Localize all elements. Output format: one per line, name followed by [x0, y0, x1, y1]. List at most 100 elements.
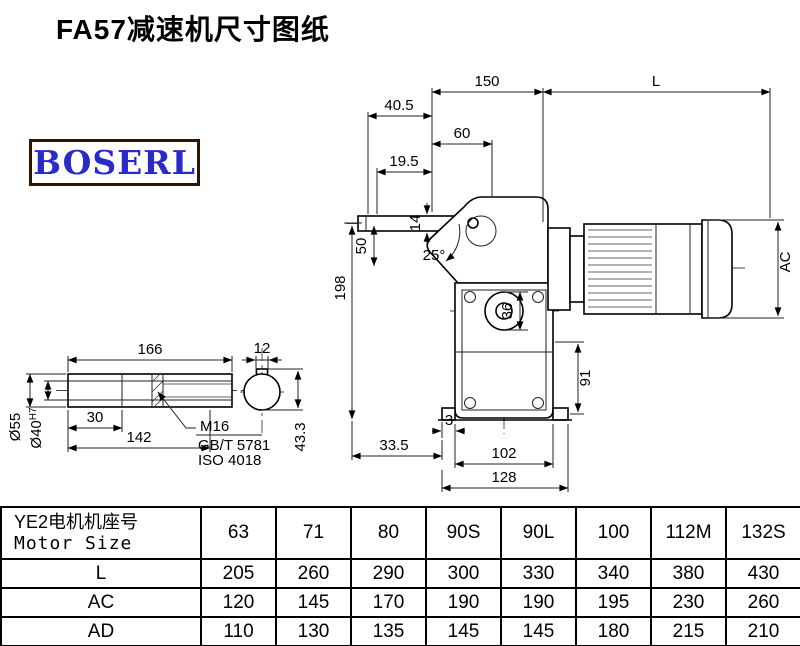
- shaft-detail: 166 30 142 Ø55 Ø40H7 M16: [7, 341, 270, 469]
- motor-size-table: YE2电机机座号 Motor Size 63 71 80 90S 90L 100…: [0, 506, 800, 646]
- dim-label-40-5: 40.5: [384, 97, 413, 114]
- size-col-header: 90S: [425, 506, 502, 560]
- motor-adapter: [569, 235, 585, 303]
- size-col-header: 71: [275, 506, 352, 560]
- table-row-L: L 205 260 290 300 330 340 380 430: [0, 558, 800, 589]
- dim-label-60: 60: [454, 125, 471, 142]
- dim-label-150: 150: [474, 73, 499, 90]
- dim-33-5: 33.5: [351, 421, 443, 460]
- dim-198: 198: [332, 222, 362, 420]
- dim-label-50: 50: [353, 238, 370, 255]
- cell: 190: [425, 587, 502, 618]
- motor-flange: [547, 227, 571, 311]
- cell: 330: [500, 558, 577, 589]
- cell: 145: [425, 616, 502, 646]
- dim-150: 150: [431, 73, 544, 96]
- cell: 290: [350, 558, 427, 589]
- dim-dia55: Ø55: [7, 373, 66, 441]
- cell: 260: [725, 587, 800, 618]
- gearbox-housing: [426, 196, 549, 284]
- cell: 190: [500, 587, 577, 618]
- dia40-tolerance: H7: [28, 407, 39, 420]
- dim-label-33-5: 33.5: [379, 437, 408, 454]
- gearbox-body: [438, 282, 572, 421]
- dim-36: 36: [499, 291, 528, 331]
- dim-label-166: 166: [137, 341, 162, 358]
- cell: 260: [275, 558, 352, 589]
- dim-30: 30: [67, 409, 123, 452]
- bore-circle: [243, 373, 281, 411]
- dim-50: 50: [353, 225, 378, 267]
- callout-gbt: GB/T 5781: [198, 437, 270, 454]
- dim-142: 142: [67, 410, 211, 452]
- dim-43-3: 43.3: [262, 368, 309, 452]
- dim-AC: AC: [706, 219, 794, 319]
- dim-label-198: 198: [332, 275, 349, 300]
- cell: 120: [200, 587, 277, 618]
- size-col-header: 80: [350, 506, 427, 560]
- header-cn: YE2电机机座号: [14, 511, 139, 532]
- cell: 380: [650, 558, 727, 589]
- page-title: FA57减速机尺寸图纸: [56, 14, 330, 45]
- fan-cover: [701, 219, 733, 319]
- dim-label-AC: AC: [777, 251, 794, 272]
- size-col-header: 132S: [725, 506, 800, 560]
- motor-body: [583, 223, 703, 315]
- main-view: 150 L 40.5 60 19.5 14 50: [332, 73, 794, 492]
- size-col-header: 63: [200, 506, 277, 560]
- size-col-header: 90L: [500, 506, 577, 560]
- table-header-row: YE2电机机座号 Motor Size 63 71 80 90S 90L 100…: [0, 506, 800, 560]
- dim-label-19-5: 19.5: [389, 153, 418, 170]
- dim-14: 14: [407, 203, 431, 244]
- cell: 210: [725, 616, 800, 646]
- callout-m16: M16: [200, 418, 229, 435]
- dim-label-dia40: Ø40H7: [28, 407, 45, 449]
- dim-19-5: 19.5: [376, 153, 433, 214]
- cell: 300: [425, 558, 502, 589]
- dim-label-36: 36: [499, 303, 516, 320]
- table-row-AC: AC 120 145 170 190 190 195 230 260: [0, 587, 800, 618]
- row-label: L: [0, 558, 202, 589]
- bore-detail: 12 43.3: [240, 340, 309, 452]
- cell: 130: [275, 616, 352, 646]
- foot-right: [552, 407, 569, 421]
- dim-102: 102: [454, 424, 554, 468]
- callout-iso: ISO 4018: [198, 452, 261, 469]
- extension-lines: [431, 88, 771, 222]
- boserl-logo-text: BOSERL: [33, 143, 196, 182]
- shaft-outline: [67, 373, 233, 408]
- dim-3: 3: [432, 412, 465, 438]
- cell: 110: [200, 616, 277, 646]
- dim-label-91: 91: [577, 370, 594, 387]
- cell: 340: [575, 558, 652, 589]
- header-motor-size-cell: YE2电机机座号 Motor Size: [0, 506, 202, 560]
- dim-166: 166: [67, 341, 233, 372]
- dim-25deg: 25°: [423, 223, 461, 264]
- dim-label-128: 128: [491, 469, 516, 486]
- cell: 215: [650, 616, 727, 646]
- cell: 170: [350, 587, 427, 618]
- cell: 230: [650, 587, 727, 618]
- row-label: AD: [0, 616, 202, 646]
- dim-40-5: 40.5: [367, 97, 433, 214]
- cell: 430: [725, 558, 800, 589]
- dim-label-30: 30: [87, 409, 104, 426]
- cell: 205: [200, 558, 277, 589]
- cell: 195: [575, 587, 652, 618]
- cell: 180: [575, 616, 652, 646]
- bolt-callout: M16 GB/T 5781 ISO 4018: [157, 391, 270, 469]
- dim-label-3: 3: [445, 412, 453, 429]
- cell: 135: [350, 616, 427, 646]
- motor: [547, 219, 733, 319]
- dim-label-dia55: Ø55: [7, 413, 24, 441]
- dia40-value: Ø40: [28, 420, 45, 448]
- cell: 145: [500, 616, 577, 646]
- dim-label-102: 102: [491, 445, 516, 462]
- dim-label-14: 14: [407, 215, 424, 232]
- size-col-header: 100: [575, 506, 652, 560]
- boserl-logo: BOSERL: [29, 139, 200, 186]
- dim-label-12: 12: [254, 340, 271, 357]
- dim-91: 91: [555, 341, 594, 415]
- row-label: AC: [0, 587, 202, 618]
